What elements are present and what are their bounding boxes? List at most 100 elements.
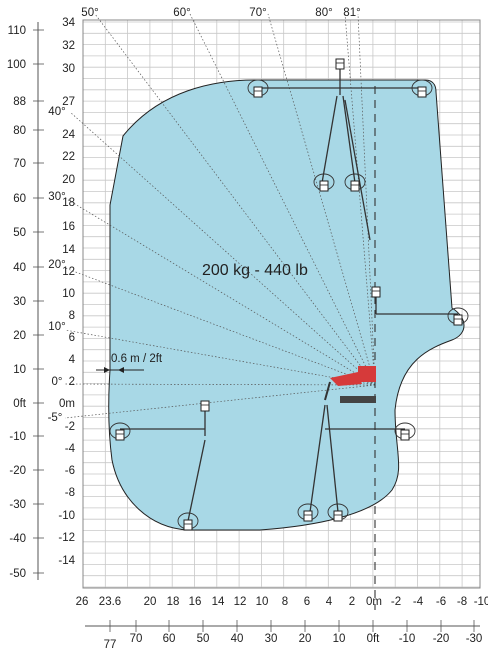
imperial-left-tick: 40 [13,262,26,274]
metric-left-tick: 30 [62,63,75,75]
metric-left-tick: -8 [65,487,75,499]
angle-label: 40° [48,106,65,118]
load-label: 200 kg - 440 lb [202,262,308,279]
angle-ray [64,197,376,386]
metric-left-tick: 4 [69,354,76,366]
imperial-left-tick: 10 [13,364,26,376]
metric-left-tick: -6 [65,465,75,477]
angle-ray [64,383,376,386]
imperial-bottom-tick: 77 [104,639,117,651]
angle-label: 60° [173,7,190,19]
metric-left-tick: 10 [62,288,75,300]
metric-left-tick: 0m [59,398,75,410]
platform-basket [109,422,131,441]
imperial-bottom-tick: 40 [231,633,244,645]
angle-ray [94,13,376,386]
metric-bottom-tick: 23.6 [99,596,121,608]
metric-bottom-tick: 10 [256,596,269,608]
metric-left-tick: 27 [62,96,75,108]
imperial-left-tick: 60 [13,193,26,205]
metric-left-tick: -14 [58,555,75,567]
angle-label: 81° [343,7,360,19]
angle-label: 70° [249,7,266,19]
platform-basket [394,422,416,441]
metric-left-tick: 34 [62,17,75,29]
metric-bottom-tick: 20 [144,596,157,608]
angle-ray [357,13,376,386]
metric-bottom-tick: 4 [326,596,333,608]
metric-left-tick: -12 [58,532,75,544]
metric-left-tick: 16 [62,221,75,233]
metric-left-tick: 12 [62,266,75,278]
imperial-bottom-tick: 10 [333,633,346,645]
angle-rays [64,13,376,419]
imperial-left-tick: -20 [9,465,26,477]
platform-basket [247,79,269,98]
imperial-bottom-tick: -30 [466,633,483,645]
platform-basket [177,512,199,531]
platform-basket [200,400,210,412]
dimension-marker: 0.6 m / 2ft [96,353,163,373]
angle-label: 0° [52,376,63,388]
metric-bottom-tick: 6 [304,596,310,608]
imperial-bottom-tick: 50 [197,633,210,645]
angle-label: 20° [48,259,65,271]
imperial-left-tick: 80 [13,125,26,137]
imperial-left-tick: 110 [8,25,26,37]
metric-bottom-tick: -10 [474,596,488,608]
angle-label: 30° [48,191,65,203]
platform-basket [313,173,335,192]
imperial-bottom-tick: 60 [163,633,176,645]
imperial-left-tick: 0ft [13,398,27,410]
metric-bottom-tick: 14 [212,596,225,608]
metric-bottom-tick: -8 [457,596,467,608]
metric-bottom-tick: 18 [167,596,180,608]
metric-bottom-tick: 2 [349,596,355,608]
imperial-left-tick: 100 [7,59,26,71]
metric-bottom-tick: 12 [234,596,247,608]
grid-frame [82,19,481,589]
imperial-left-tick: -50 [9,568,26,580]
imperial-left-tick: 50 [13,227,26,239]
angle-label: 50° [81,7,98,19]
metric-left-tick: 2 [69,376,75,388]
metric-bottom-tick: -4 [413,596,424,608]
metric-left-tick: -10 [58,510,75,522]
imperial-bottom-tick: 30 [265,633,278,645]
imperial-left-tick: 88 [13,96,26,108]
angle-ray [344,13,376,386]
imperial-bottom-tick: -10 [399,633,416,645]
imperial-bottom-tick: 20 [299,633,312,645]
platform-basket [297,503,319,522]
platform-basket [371,286,381,298]
imperial-bottom-tick: -20 [433,633,450,645]
imperial-left-tick: 70 [13,158,26,170]
imperial-left-tick: 30 [13,296,26,308]
platform-basket [327,503,349,522]
platform-basket [344,173,366,192]
metric-bottom-tick: 8 [282,596,288,608]
metric-bottom-tick: -6 [436,596,446,608]
metric-left-tick: 8 [69,310,75,322]
platform-basket [335,58,345,70]
metric-left-tick: -2 [65,421,75,433]
machine [324,366,376,403]
metric-left-tick: 18 [62,197,75,209]
imperial-left-tick: 20 [13,330,26,342]
working-envelope [108,79,465,531]
angle-ray [64,267,376,386]
metric-bottom-tick: 0m [366,596,382,608]
imperial-left-tick: -30 [9,499,26,511]
metric-left-tick: -4 [65,443,76,455]
angle-label: -5° [48,412,63,424]
platform-basket [411,79,433,98]
metric-left-tick: 22 [62,151,75,163]
metric-bottom-tick: -2 [391,596,401,608]
angle-ray [189,13,376,386]
metric-bottom-tick: 26 [76,596,89,608]
metric-left-tick: 24 [62,129,75,141]
imperial-left-tick: -10 [9,431,26,443]
metric-left-tick: 6 [69,332,75,344]
dimension-label: 0.6 m / 2ft [111,353,163,365]
